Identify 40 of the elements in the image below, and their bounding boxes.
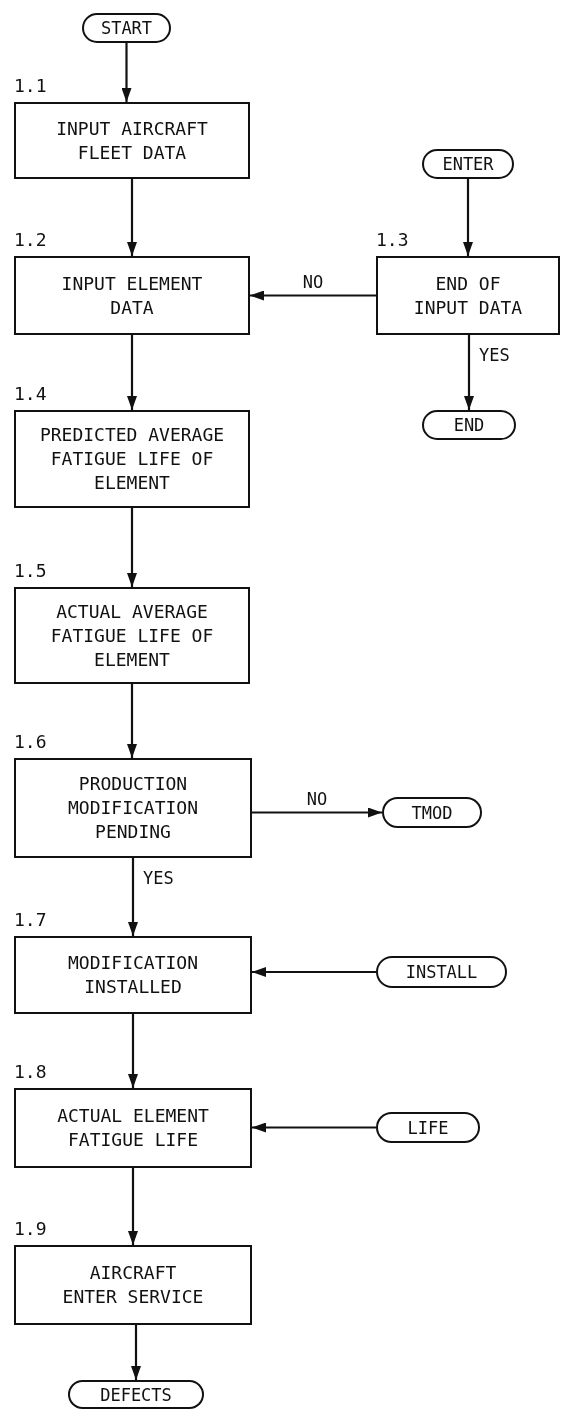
arrow: [128, 858, 138, 936]
arrow: [127, 684, 137, 758]
process-text: PRODUCTION MODIFICATION PENDING: [66, 772, 199, 844]
arrow: [128, 1014, 138, 1088]
process-text: INPUT AIRCRAFT FLEET DATA: [55, 116, 209, 165]
process-text: PREDICTED AVERAGE FATIGUE LIFE OF ELEMENT: [38, 423, 226, 495]
terminal-label: LIFE: [407, 1117, 449, 1138]
arrow: [252, 1122, 376, 1133]
arrow: [252, 967, 376, 977]
arrow: [252, 807, 382, 818]
step-number: 1.8: [14, 1061, 47, 1083]
step-number: 1.7: [14, 909, 47, 931]
process-text: MODIFICATION INSTALLED: [66, 951, 199, 999]
process-text: ACTUAL ELEMENT FATIGUE LIFE: [56, 1104, 210, 1152]
process-text: AIRCRAFT ENTER SERVICE: [61, 1261, 205, 1309]
terminal-label: INSTALL: [405, 962, 478, 982]
process-text: INPUT ELEMENT DATA: [60, 271, 204, 320]
terminal-label: ENTER: [442, 154, 494, 174]
arrow: [131, 1325, 141, 1380]
step-number: 1.1: [14, 75, 47, 97]
step-number: 1.9: [14, 1218, 47, 1240]
step-number: 1.5: [14, 560, 47, 582]
arrow: [127, 508, 137, 587]
terminal-label: END: [453, 415, 485, 435]
step-number: 1.3: [376, 229, 409, 251]
arrow: [128, 1168, 138, 1245]
arrow: [127, 179, 137, 256]
arrow: [464, 335, 474, 410]
step-number: 1.4: [14, 383, 47, 405]
arrow: [121, 43, 132, 102]
arrow: [127, 335, 137, 410]
arrow: [250, 290, 376, 301]
arrow: [463, 179, 473, 256]
step-number: 1.2: [14, 229, 47, 251]
process-text: ACTUAL AVERAGE FATIGUE LIFE OF ELEMENT: [49, 599, 215, 672]
terminal-label: TMOD: [411, 802, 453, 823]
terminal-label: DEFECTS: [100, 1384, 172, 1405]
process-text: END OF INPUT DATA: [412, 271, 524, 320]
step-number: 1.6: [14, 731, 47, 753]
terminal-label: START: [100, 18, 153, 38]
